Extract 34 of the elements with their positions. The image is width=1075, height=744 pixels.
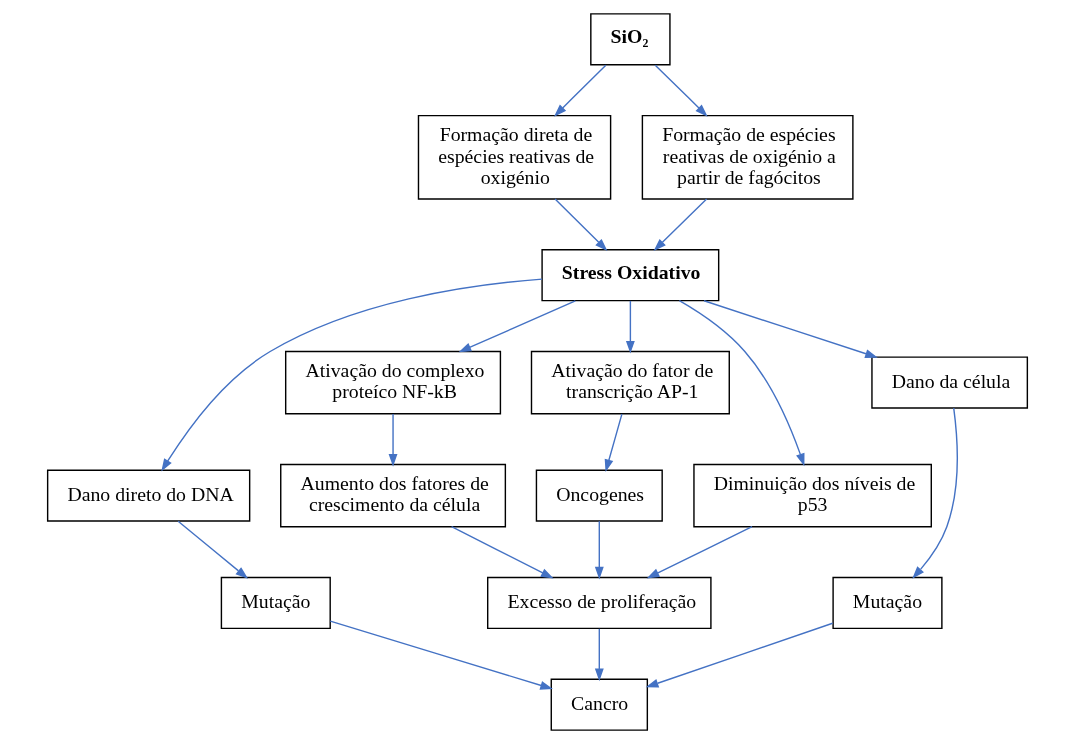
node-box: Stress Oxidativo: [541, 249, 720, 302]
arrow: [912, 407, 958, 579]
node-box: SiO₂: [590, 13, 671, 66]
arrow: [594, 520, 604, 580]
node-box: Oncogenes: [535, 469, 663, 522]
arrow: [703, 300, 878, 358]
arrow: [646, 526, 753, 579]
node-box: Formação de espécies reativas de oxigénio a partir de fagócitos: [641, 114, 854, 200]
node-box: Formação direta de espécies reativas de oxigénio: [417, 114, 612, 200]
node-box: Dano direto do DNA: [46, 469, 251, 522]
node-box: Aumento dos fatores de crescimento da célula: [280, 463, 507, 528]
arrow: [177, 520, 249, 579]
node-box: Cancro: [550, 678, 649, 731]
arrow: [553, 64, 607, 117]
node-box: Mutação: [832, 576, 943, 630]
arrow: [678, 300, 805, 467]
arrow: [653, 198, 708, 251]
node-box: Dano da célula: [871, 356, 1029, 409]
arrow: [645, 622, 834, 688]
arrow: [161, 278, 543, 472]
arrow: [594, 628, 604, 682]
arrow: [450, 526, 554, 579]
arrow: [329, 620, 553, 690]
node-box: Diminuição dos níveis de p53: [693, 463, 932, 528]
arrow: [388, 413, 398, 467]
node-box: Ativação do fator de transcrição AP-1: [530, 350, 730, 415]
node-box: Ativação do complexo proteíco NF-kB: [285, 350, 502, 415]
node-box: Mutação: [220, 576, 331, 630]
arrow: [458, 300, 577, 353]
arrow: [604, 413, 623, 473]
arrow: [625, 300, 635, 354]
arrow: [554, 198, 608, 252]
node-box: Excesso de proliferação: [487, 576, 712, 630]
arrow: [654, 64, 708, 117]
